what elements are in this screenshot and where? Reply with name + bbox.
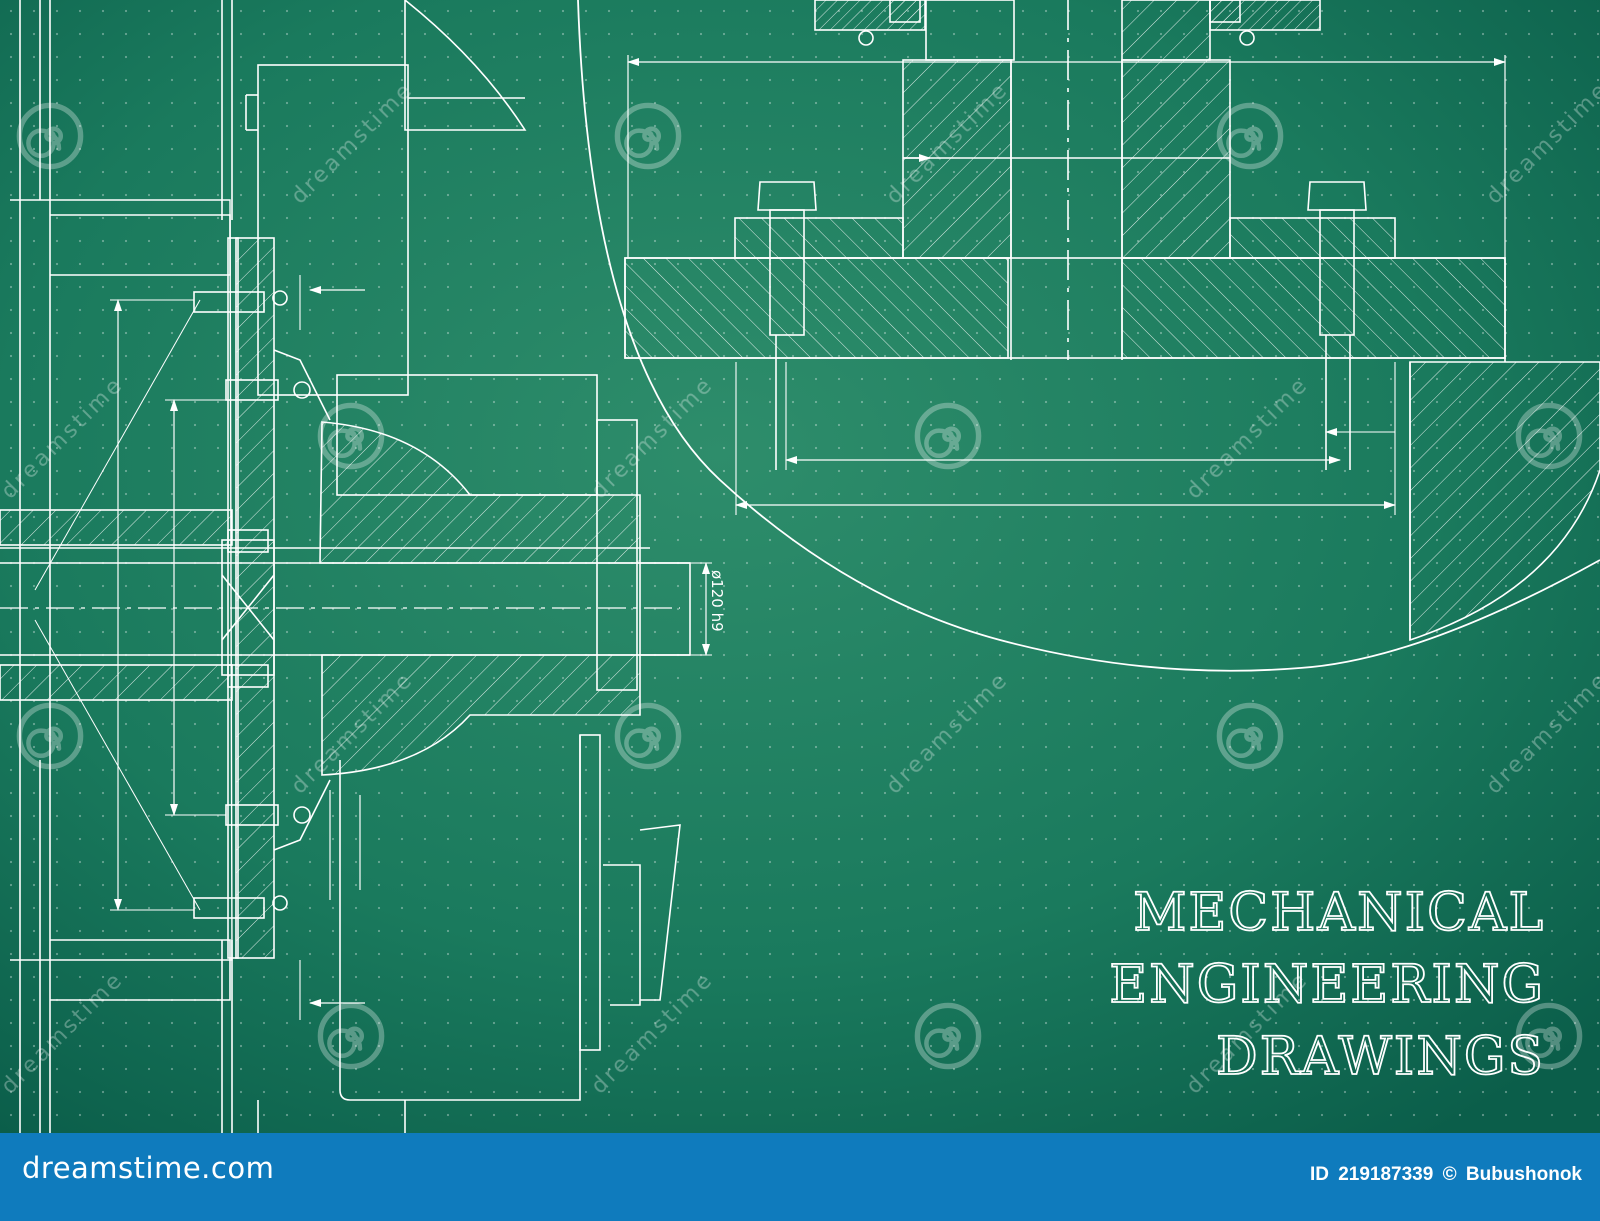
flange-assembly — [577, 0, 1600, 672]
title-line-3: DRAWINGS — [1216, 1027, 1545, 1087]
shaft-assembly — [0, 0, 712, 1133]
copyright-icon: © — [1442, 1164, 1457, 1185]
image-credit: ID 219187339 © Bubushonok — [1306, 1164, 1582, 1186]
dimension-label: ø120 h9 — [708, 570, 726, 632]
engineering-drawing: ø120 h9 MECHANICAL ENGINEERING DRAWINGS … — [0, 0, 1600, 1133]
author-name[interactable]: Bubushonok — [1465, 1164, 1582, 1185]
id-label: ID — [1309, 1164, 1329, 1185]
site-logo[interactable]: dreamstime.com — [22, 1151, 275, 1185]
title-line-2: ENGINEERING — [1109, 955, 1545, 1015]
title-block: MECHANICAL ENGINEERING DRAWINGS — [1108, 882, 1545, 1088]
footer-bar: dreamstime.com ID 219187339 © Bubushonok — [0, 1133, 1600, 1221]
title-line-1: MECHANICAL — [1133, 883, 1545, 943]
id-number: 219187339 — [1338, 1164, 1434, 1185]
